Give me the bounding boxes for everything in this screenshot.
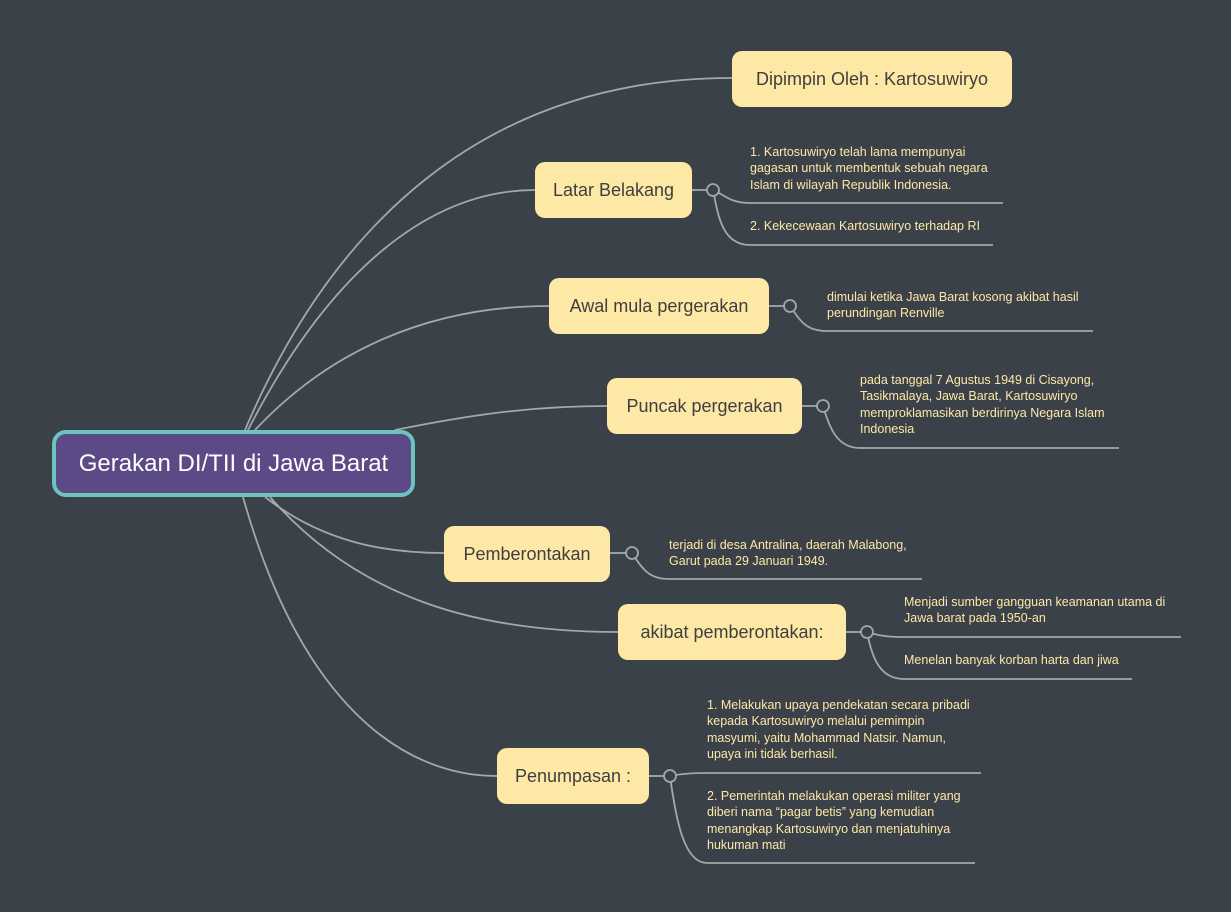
collapse-handle-akibat xyxy=(860,625,874,639)
collapse-handle-penumpasan xyxy=(663,769,677,783)
subtopic-akibat-1[interactable]: Menjadi sumber gangguan keamanan utama d… xyxy=(904,595,1166,626)
subtopic-latar-belakang-1[interactable]: 1. Kartosuwiryo telah lama mempunyai gag… xyxy=(750,145,988,192)
collapse-handle-latar xyxy=(706,183,720,197)
connector-penumpasan-2 xyxy=(669,775,975,864)
central-topic[interactable]: Gerakan DI/TII di Jawa Barat xyxy=(52,430,415,497)
topic-awal-mula-pergerakan[interactable]: Awal mula pergerakan xyxy=(549,278,769,334)
subtopic-pemberontakan-1[interactable]: terjadi di desa Antralina, daerah Malabo… xyxy=(669,538,907,569)
topic-dipimpin-oleh[interactable]: Dipimpin Oleh : Kartosuwiryo xyxy=(732,51,1012,107)
connector-root-dipimpin xyxy=(244,77,733,431)
subtopic-penumpasan-1[interactable]: 1. Melakukan upaya pendekatan secara pri… xyxy=(707,698,970,761)
subtopic-latar-belakang-2[interactable]: 2. Kekecewaan Kartosuwiryo terhadap RI xyxy=(750,219,980,233)
topic-pemberontakan[interactable]: Pemberontakan xyxy=(444,526,610,582)
topic-akibat-pemberontakan[interactable]: akibat pemberontakan: xyxy=(618,604,846,660)
collapse-handle-pemberontakan xyxy=(625,546,639,560)
connector-penumpasan-1 xyxy=(669,772,981,777)
subtopic-awal-mula-1[interactable]: dimulai ketika Jawa Barat kosong akibat … xyxy=(827,290,1079,321)
subtopic-penumpasan-2[interactable]: 2. Pemerintah melakukan operasi militer … xyxy=(707,789,961,852)
subtopic-akibat-2[interactable]: Menelan banyak korban harta dan jiwa xyxy=(904,653,1119,667)
connector-latar-2 xyxy=(712,189,993,246)
topic-latar-belakang[interactable]: Latar Belakang xyxy=(535,162,692,218)
connector-akibat-2 xyxy=(866,631,1132,680)
connector-root-awal xyxy=(254,305,550,431)
connector-root-pemberontakan xyxy=(264,496,445,554)
collapse-handle-awal xyxy=(783,299,797,313)
connector-root-akibat xyxy=(269,496,619,633)
connector-puncak-1 xyxy=(822,405,1119,449)
subtopic-puncak-1[interactable]: pada tanggal 7 Agustus 1949 di Cisayong,… xyxy=(860,373,1105,436)
topic-penumpasan[interactable]: Penumpasan : xyxy=(497,748,649,804)
connector-root-penumpasan xyxy=(242,496,498,777)
connector-root-latar xyxy=(247,189,536,431)
collapse-handle-puncak xyxy=(816,399,830,413)
connector-root-puncak xyxy=(394,405,608,431)
topic-puncak-pergerakan[interactable]: Puncak pergerakan xyxy=(607,378,802,434)
connector-akibat-1 xyxy=(866,631,1181,638)
